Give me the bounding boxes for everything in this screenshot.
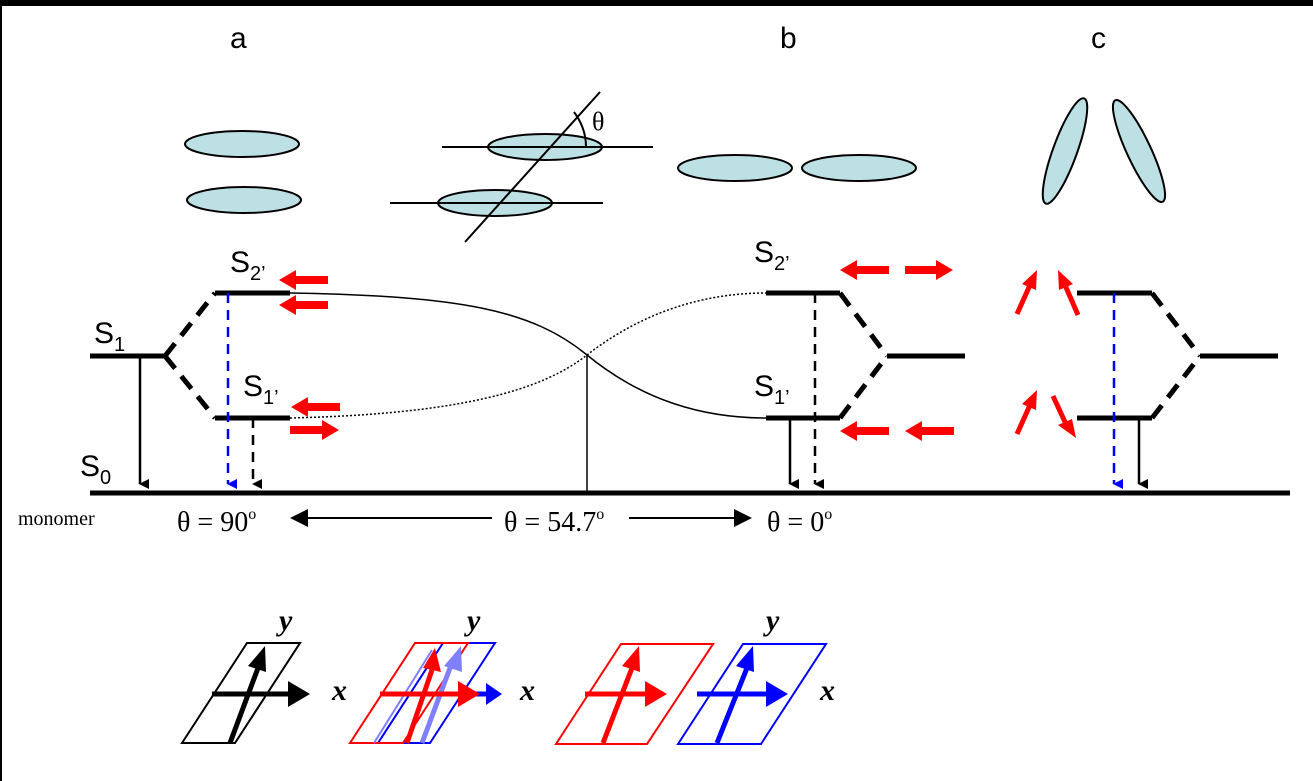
panel-b-splitting: S2’ S1’ — [754, 236, 965, 489]
panel-label-a: a — [230, 22, 247, 55]
angle-range-arrows — [290, 509, 752, 527]
x-axis-label: x — [819, 674, 835, 707]
molecule — [677, 154, 793, 182]
dipole-arrow-left — [905, 421, 954, 441]
panel-label-b: b — [780, 22, 797, 55]
angle-arc — [573, 111, 587, 148]
dipoles-b — [840, 260, 954, 441]
x-axis-label: x — [519, 674, 535, 707]
dipole-arrow-left — [840, 260, 889, 280]
exciton-diagram: a b c θ S1 S0 S2 — [18, 22, 1290, 745]
x-axis-label: x — [331, 674, 347, 707]
dipoles-a — [279, 270, 340, 440]
theta-0-label: θ = 0o — [767, 506, 832, 538]
panel-c-splitting — [1077, 290, 1278, 489]
energy-curve-dotted — [289, 292, 767, 419]
y-axis-label: y — [276, 604, 293, 637]
dipole-arrow-right — [905, 260, 953, 280]
y-arrowhead — [248, 646, 266, 672]
molecule — [801, 154, 917, 182]
panel-label-c: c — [1091, 22, 1106, 55]
molecule — [186, 186, 302, 214]
molecules-c-oblique — [1041, 97, 1167, 205]
coordinate-panel-2: y x — [348, 604, 535, 744]
dipole-arrow-left — [840, 421, 889, 441]
coordinate-panel-3: y x — [554, 604, 835, 745]
dipole-arrow-oblique — [1022, 390, 1037, 410]
dipole-arrow-right — [290, 420, 339, 440]
angle-theta-label: θ — [592, 107, 604, 136]
energy-curve-solid — [289, 292, 767, 419]
molecule — [1041, 97, 1089, 205]
panel-a-splitting: S2’ S1’ — [163, 246, 290, 489]
dipole-arrow-left — [291, 397, 340, 417]
theta-54-label: θ = 54.7o — [504, 506, 604, 538]
molecules-a-h-aggregate — [184, 130, 302, 214]
dipole-arrow-left — [279, 295, 328, 315]
molecule — [184, 130, 300, 158]
dipole-arrow-left — [279, 270, 328, 290]
monomer-levels: S1 S0 — [80, 317, 165, 489]
s2-prime-label-a: S2’ — [230, 246, 266, 285]
s1-label: S1 — [94, 317, 125, 356]
molecules-b-j-aggregate — [677, 154, 917, 182]
s1-prime-label-a: S1’ — [243, 370, 279, 409]
dipoles-c — [1014, 270, 1081, 438]
x-arrowhead — [288, 681, 310, 707]
coordinate-panel-1: y x — [180, 604, 347, 744]
molecules-slipped-stack: θ — [390, 91, 653, 243]
s0-label: S0 — [80, 450, 111, 489]
y-axis-label: y — [763, 604, 780, 637]
dipole-arrow-oblique — [1058, 270, 1073, 290]
dipole-arrow-oblique — [1058, 419, 1076, 438]
s1-prime-label-b: S1’ — [754, 370, 790, 409]
dipole-arrow-oblique — [1022, 270, 1037, 290]
monomer-label: monomer — [18, 508, 95, 530]
molecule — [1111, 98, 1167, 204]
y-axis-label: y — [464, 604, 481, 637]
diagram-canvas: a b c θ S1 S0 S2 — [0, 6, 1313, 781]
s2-prime-label-b: S2’ — [754, 236, 790, 275]
theta-90-label: θ = 90o — [177, 506, 256, 538]
